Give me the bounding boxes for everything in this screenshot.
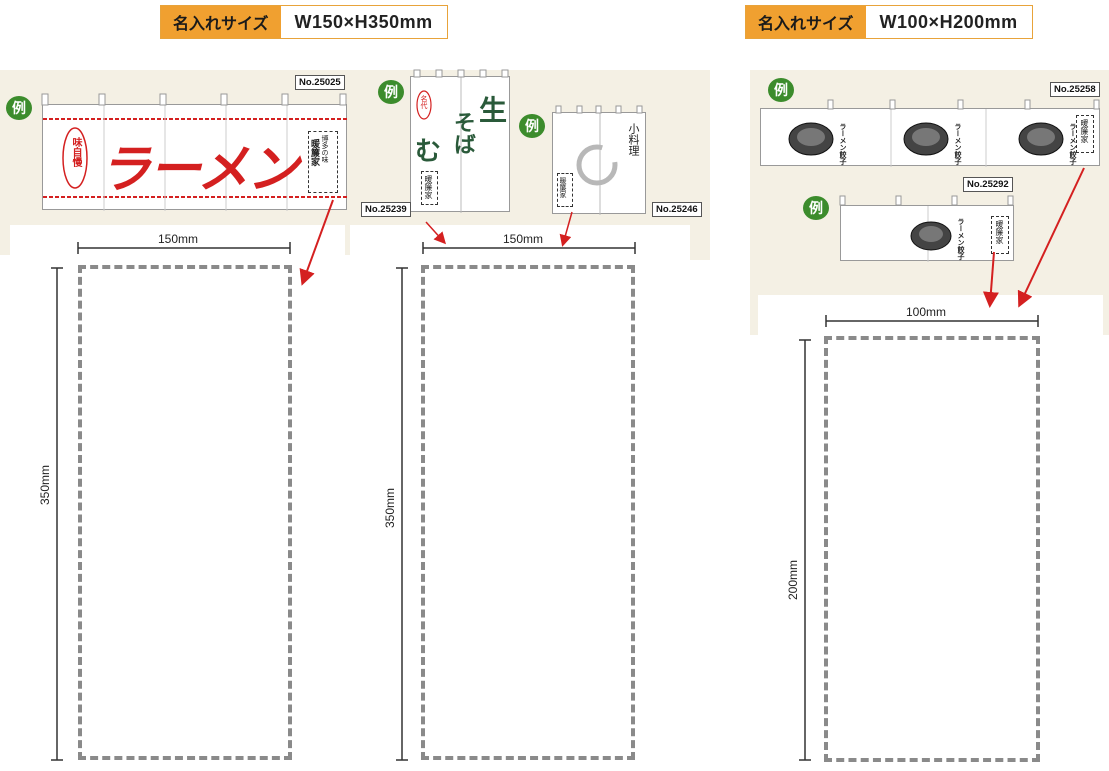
noren-illustration [788,109,1064,167]
layout-area [758,295,1103,771]
example-badge: 例 [378,80,404,104]
noren-split [416,77,462,213]
product-number: No.25292 [963,177,1013,192]
width-label: 150mm [503,232,544,246]
noren-side-text: 味自慢 [70,137,81,167]
noren-gyoza-long: ラーメン餃子 ラーメン餃子 ラーメン餃子 暖簾家 [760,108,1100,167]
noren-loops [555,105,643,114]
noren-gyoza-short: ラーメン餃子 暖簾家 [840,205,1014,262]
product-number: No.25258 [1050,82,1100,97]
noren-text: ラーメン餃子 [957,218,965,260]
example-badge: 例 [6,96,32,120]
noren-text: そば [450,111,476,155]
name-area-150x350 [421,265,635,760]
width-label: 150mm [158,232,199,246]
noren-text: む [415,137,442,167]
product-number: No.25025 [295,75,345,90]
size-tag-100x200: 名入れサイズ W100×H200mm [745,5,1033,39]
example-badge: 例 [803,196,829,220]
size-value: W150×H350mm [294,11,433,32]
noren-text: 生 [479,94,508,127]
name-box [557,173,573,207]
noren-ramen: 味自慢 ラーメン 博多の味 暖簾家 [42,104,348,211]
noren-split [576,113,618,215]
noren-text: ラーメン餃子 [1069,123,1077,165]
noren-name-text: 暖簾家 [309,139,319,166]
product-number: No.25246 [652,202,702,217]
name-area-100x200 [824,336,1040,762]
noren-loops [41,93,347,106]
example-badge: 例 [519,114,545,138]
size-tag-150x350: 名入れサイズ W150×H350mm [160,5,448,39]
noren-illustration [910,206,952,262]
noren-tag-text: 名代 [420,95,428,109]
height-label: 350mm [383,487,397,528]
noren-soba: 名代 生 そば む 暖簾家 [410,76,510,213]
noren-main-text: ラーメン [99,139,299,200]
example-badge: 例 [768,78,794,102]
noren-text: ラーメン餃子 [954,123,962,165]
size-label: 名入れサイズ [746,6,866,38]
size-label: 名入れサイズ [161,6,281,38]
product-number: No.25239 [361,202,411,217]
noren-name-text: 暖簾家 [995,220,1004,244]
noren-text: 小料理 [627,123,640,156]
width-label: 100mm [906,305,947,319]
noren-koryori: 小料理 暖簾家 [552,112,646,215]
noren-name-text: 暖簾家 [1080,119,1089,143]
noren-loops [413,69,509,78]
noren-text: ラーメン餃子 [839,123,847,165]
name-box [308,131,338,193]
noren-name-text: 暖簾家 [559,177,567,198]
name-box [421,171,438,205]
noren-name-text: 暖簾家 [424,175,433,199]
noren-loops [827,99,1100,110]
height-label: 200mm [786,559,800,600]
name-area-150x350 [78,265,292,760]
noren-decoration [43,105,348,211]
name-box [1076,115,1094,153]
noren-small-text: 博多の味 [321,135,329,163]
name-box [991,216,1009,254]
noren-loops [839,195,1014,206]
height-label: 350mm [38,464,52,505]
size-value: W100×H200mm [879,11,1018,32]
